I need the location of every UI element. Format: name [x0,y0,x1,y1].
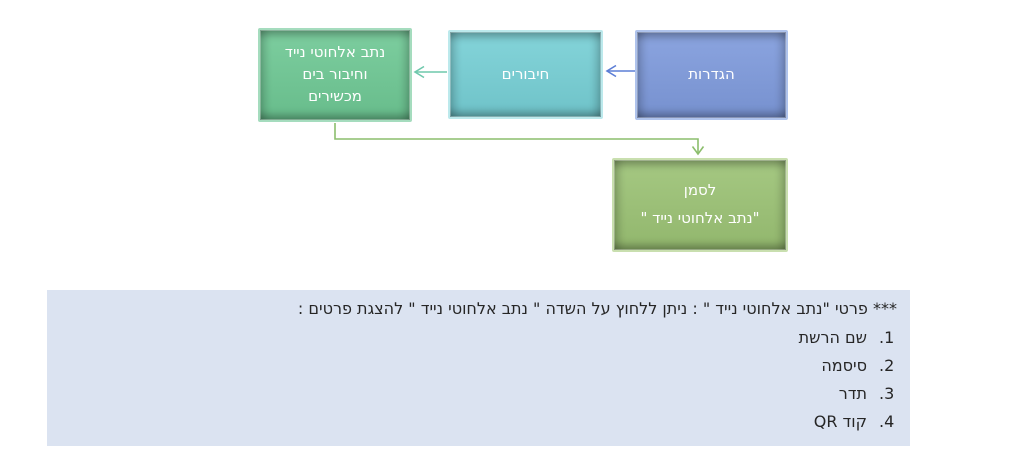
flowchart-box-wireless-router: נתב אלחוטי נייד וחיבור בים מכשירים [258,28,412,122]
box-router-line-1: נתב אלחוטי נייד [284,43,386,62]
list-item-number: 3. [879,383,895,403]
notes-list: 1. שם הרשת 2. סיסמה 3. תדר 4. קוד QR [60,324,897,436]
list-item: 4. קוד QR [60,408,897,436]
list-item-number: 2. [879,355,895,375]
list-item-number: 4. [879,411,895,431]
flowchart-box-connections: חיבורים [448,30,603,119]
box-connections-label: חיבורים [501,64,550,83]
arrow-router-to-mark [334,123,705,156]
list-item: 2. סיסמה [60,352,897,380]
list-item-number: 1. [879,327,895,347]
list-item-label: שם הרשת [798,327,867,347]
box-mark-line-1: לסמן [683,181,717,200]
list-item-label: סיסמה [821,355,867,375]
flowchart-box-mark-wireless-router: לסמן "נתב אלחוטי נייד " [612,158,788,252]
list-item-label: קוד QR [813,411,867,431]
box-router-line-3: מכשירים [308,86,362,105]
box-settings-label: הגדרות [688,65,735,84]
flowchart-box-settings: הגדרות [635,30,788,120]
box-mark-line-2: "נתב אלחוטי נייד " [640,209,760,227]
list-item-label: תדר [838,383,867,403]
arrow-settings-to-connections [605,64,636,78]
list-item: 3. תדר [60,380,897,408]
notes-panel: *** פרטי "נתב אלחוטי נייד " : ניתן ללחוץ… [47,290,910,446]
box-router-line-2: וחיבור בים [302,65,368,84]
list-item: 1. שם הרשת [60,324,897,352]
arrow-connections-to-router [413,65,447,79]
notes-intro-text: *** פרטי "נתב אלחוטי נייד " : ניתן ללחוץ… [297,299,897,318]
